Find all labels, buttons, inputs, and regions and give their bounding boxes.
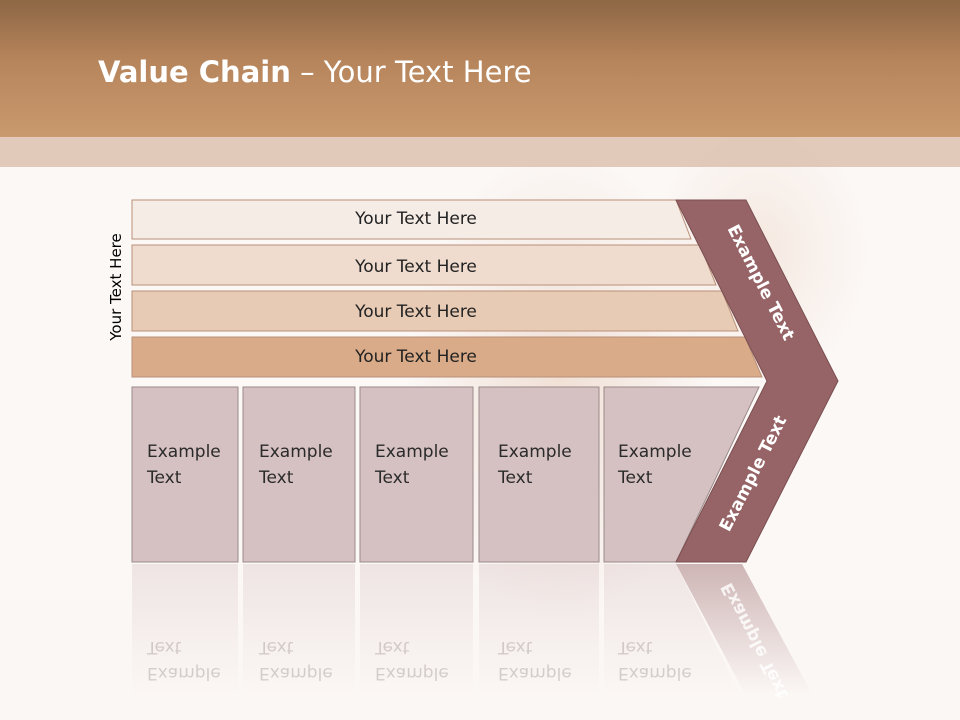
box-1-line2: Text xyxy=(147,468,182,488)
box-5-reflection xyxy=(604,564,740,694)
slide-title: Value Chain – Your Text Here xyxy=(98,55,532,89)
box-4-reflection-line1: Example xyxy=(498,663,572,683)
box-3-reflection-line2: Text xyxy=(375,637,410,657)
box-4-reflection xyxy=(479,564,599,694)
box-1-reflection-line1: Example xyxy=(147,663,221,683)
row-3-label: Your Text Here xyxy=(354,302,477,322)
box-5-line2: Text xyxy=(618,468,653,488)
row-1 xyxy=(131,199,692,240)
box-4 xyxy=(478,386,600,563)
box-5-reflection-line1: Example xyxy=(618,663,692,683)
box-2-reflection-line1: Example xyxy=(259,663,333,683)
box-1-line1: Example xyxy=(147,442,221,462)
arrow-reflection xyxy=(676,564,812,694)
box-2-reflection-text: Example Text xyxy=(259,634,333,686)
box-3-line2: Text xyxy=(375,468,410,488)
box-2 xyxy=(242,386,356,563)
box-3-reflection xyxy=(360,564,473,694)
chevron-arrow xyxy=(675,199,839,563)
box-3-line1: Example xyxy=(375,442,449,462)
box-5-reflection-line2: Text xyxy=(618,637,653,657)
box-2-reflection-line2: Text xyxy=(259,637,294,657)
box-2-line2: Text xyxy=(259,468,294,488)
box-2-line1: Example xyxy=(259,442,333,462)
box-3-reflection-line1: Example xyxy=(375,663,449,683)
box-1 xyxy=(131,386,239,563)
header-band xyxy=(0,0,960,137)
row-2 xyxy=(131,244,717,286)
box-4-line1: Example xyxy=(498,442,572,462)
row-3 xyxy=(131,290,739,332)
header-sub-band xyxy=(0,137,960,167)
box-3-reflection-text: Example Text xyxy=(375,634,449,686)
row-1-label: Your Text Here xyxy=(354,209,477,229)
box-4-reflection-text: Example Text xyxy=(498,634,572,686)
row-4-label: Your Text Here xyxy=(354,347,477,367)
box-1-reflection xyxy=(132,564,238,694)
slide-title-bold: Value Chain xyxy=(98,55,291,89)
box-5-reflection-text: Example Text xyxy=(618,634,692,686)
box-1-reflection-line2: Text xyxy=(147,637,182,657)
box-1-reflection-text: Example Text xyxy=(147,634,221,686)
box-3 xyxy=(359,386,474,563)
slide-title-rest: – Your Text Here xyxy=(290,55,532,89)
box-4-line2: Text xyxy=(498,468,533,488)
row-2-label: Your Text Here xyxy=(354,257,477,277)
box-2-reflection xyxy=(243,564,355,694)
box-4-reflection-line2: Text xyxy=(498,637,533,657)
row-4 xyxy=(131,336,763,378)
box-5-line1: Example xyxy=(618,442,692,462)
